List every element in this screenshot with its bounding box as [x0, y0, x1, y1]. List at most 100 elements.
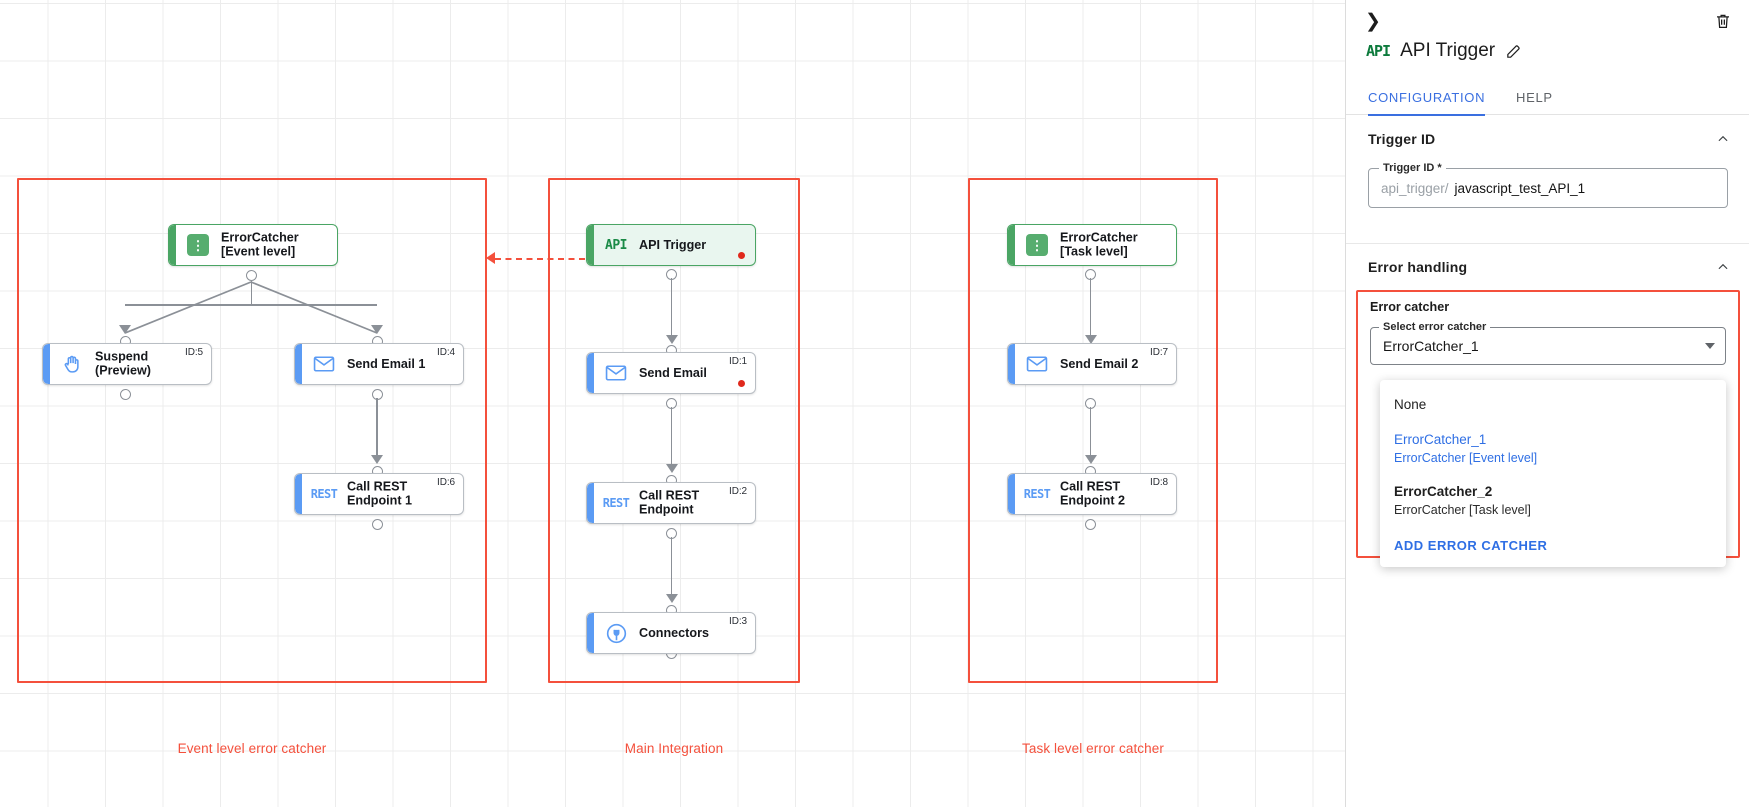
dropdown-option-errorcatcher-1[interactable]: ErrorCatcher_1 ErrorCatcher [Event level… — [1380, 423, 1726, 475]
error-catcher-block: Error catcher Select error catcher Error… — [1356, 290, 1740, 567]
edge-ect-se2 — [1089, 278, 1092, 340]
node-accent-bar — [43, 344, 50, 384]
port-call-rest-1-out[interactable] — [371, 519, 383, 530]
rest-icon: REST — [602, 496, 630, 510]
node-call-rest[interactable]: REST Call REST Endpoint ID:2 — [586, 482, 756, 524]
node-suspend[interactable]: Suspend (Preview) ID:5 — [42, 343, 212, 385]
workflow-canvas[interactable]: Event level error catcher Main Integrati… — [0, 0, 1345, 807]
select-error-catcher-label: Select error catcher — [1379, 321, 1491, 333]
node-id-label: ID:2 — [729, 486, 747, 497]
arrow-to-send-email-2 — [1084, 335, 1097, 344]
section-title: Trigger ID — [1368, 131, 1436, 147]
trigger-id-field-wrap: Trigger ID * api_trigger/ javascript_tes… — [1368, 162, 1728, 208]
node-accent-bar — [295, 344, 302, 384]
node-title: Call REST Endpoint 1 — [347, 479, 413, 508]
error-link-arrow — [486, 252, 495, 264]
rest-icon: REST — [310, 487, 338, 501]
chevron-down-icon[interactable] — [1705, 343, 1715, 349]
group-frame-task-level[interactable] — [968, 178, 1218, 683]
node-error-catcher-task[interactable]: ⋮ ErrorCatcher [Task level] — [1007, 224, 1177, 266]
option-sublabel: ErrorCatcher [Event level] — [1394, 450, 1538, 465]
delete-icon[interactable] — [1711, 9, 1735, 33]
edit-pencil-icon[interactable] — [1505, 43, 1522, 60]
option-label: None — [1394, 397, 1427, 412]
chevron-up-icon[interactable] — [1716, 260, 1730, 274]
status-dot — [738, 380, 745, 387]
node-title: API Trigger — [639, 237, 707, 252]
node-connectors[interactable]: Connectors ID:3 — [586, 612, 756, 654]
api-icon: API — [605, 237, 627, 253]
node-send-email[interactable]: Send Email ID:1 — [586, 352, 756, 394]
node-id-label: ID:7 — [1150, 347, 1168, 358]
add-error-catcher-button[interactable]: ADD ERROR CATCHER — [1394, 537, 1548, 553]
option-sublabel: ErrorCatcher [Task level] — [1394, 503, 1531, 518]
node-send-email-2[interactable]: Send Email 2 ID:7 — [1007, 343, 1177, 385]
node-accent-bar — [587, 483, 594, 523]
group-frame-main-integration[interactable] — [548, 178, 800, 683]
node-error-catcher-event[interactable]: ⋮ ErrorCatcher [Event level] — [168, 224, 338, 266]
tab-help[interactable]: HELP — [1516, 90, 1553, 105]
node-title: ErrorCatcher [Task level] — [1060, 230, 1138, 259]
arrow-to-call-rest-1 — [371, 455, 383, 464]
panel-tabs: CONFIGURATION HELP — [1346, 80, 1749, 116]
arrow-to-suspend — [119, 325, 131, 334]
node-id-label: ID:6 — [437, 477, 455, 488]
trigger-id-label: Trigger ID * — [1379, 162, 1446, 174]
port-error-catcher-event-out[interactable] — [246, 270, 257, 281]
node-id-label: ID:8 — [1150, 477, 1168, 488]
port-suspend-out[interactable] — [119, 389, 131, 400]
group-label-event-level: Event level error catcher — [177, 741, 327, 756]
section-title: Error handling — [1368, 259, 1468, 275]
port-call-rest-2-out[interactable] — [1085, 519, 1096, 530]
edge-se1-cr1 — [376, 398, 378, 461]
panel-topbar: ❯ — [1346, 0, 1749, 44]
edge-api-se — [670, 278, 673, 340]
select-error-catcher-value: ErrorCatcher_1 — [1383, 338, 1479, 354]
arrow-to-send-email-1 — [371, 325, 383, 334]
node-title: Send Email 2 — [1060, 356, 1139, 371]
collapse-panel-icon[interactable]: ❯ — [1365, 10, 1381, 32]
edge-branch-bar — [125, 304, 377, 306]
node-call-rest-2[interactable]: REST Call REST Endpoint 2 ID:8 — [1007, 473, 1177, 515]
trigger-id-input[interactable]: Trigger ID * api_trigger/ javascript_tes… — [1368, 162, 1728, 208]
node-accent-bar — [587, 225, 594, 265]
edge-branch-lines — [124, 281, 378, 334]
node-send-email-1[interactable]: Send Email 1 ID:4 — [294, 343, 464, 385]
option-label: ErrorCatcher_1 — [1394, 431, 1487, 447]
edge-se-cr — [670, 407, 673, 470]
node-accent-bar — [1008, 225, 1015, 265]
node-accent-bar — [587, 613, 594, 653]
api-icon: API — [1366, 42, 1391, 60]
arrow-to-call-rest — [665, 464, 678, 473]
tab-configuration[interactable]: CONFIGURATION — [1368, 80, 1486, 116]
select-error-catcher[interactable]: Select error catcher ErrorCatcher_1 — [1370, 321, 1726, 365]
error-catcher-dropdown-menu[interactable]: None ErrorCatcher_1 ErrorCatcher [Event … — [1380, 380, 1726, 567]
node-title: ErrorCatcher [Event level] — [221, 230, 299, 259]
dropdown-option-none[interactable]: None — [1380, 388, 1726, 423]
node-accent-bar — [587, 353, 594, 393]
node-id-label: ID:1 — [729, 356, 747, 367]
group-frame-event-level[interactable] — [17, 178, 487, 683]
trigger-id-value: javascript_test_API_1 — [1454, 180, 1586, 196]
section-header-trigger-id[interactable]: Trigger ID — [1346, 116, 1749, 162]
envelope-icon — [1024, 351, 1050, 377]
group-label-main-integration: Main Integration — [624, 741, 724, 756]
page-title: API Trigger — [1400, 40, 1496, 61]
node-id-label: ID:5 — [185, 347, 203, 358]
section-header-error-handling[interactable]: Error handling — [1346, 244, 1749, 290]
status-dot — [738, 252, 745, 259]
dropdown-option-errorcatcher-2[interactable]: ErrorCatcher_2 ErrorCatcher [Task level] — [1380, 475, 1726, 527]
edge-ec-stub — [250, 281, 253, 305]
arrow-to-call-rest-2 — [1084, 455, 1097, 464]
chevron-up-icon[interactable] — [1716, 132, 1730, 146]
node-call-rest-1[interactable]: REST Call REST Endpoint 1 ID:6 — [294, 473, 464, 515]
node-title: Call REST Endpoint 2 — [1060, 479, 1126, 508]
panel-title-row: API API Trigger — [1366, 40, 1522, 62]
group-label-task-level: Task level error catcher — [1022, 741, 1164, 756]
rest-icon: REST — [1023, 487, 1051, 501]
edge-cr-conn — [670, 537, 673, 600]
edge-se2-cr2 — [1089, 407, 1092, 462]
connectors-icon — [603, 620, 629, 646]
node-api-trigger[interactable]: API API Trigger — [586, 224, 756, 266]
node-accent-bar — [295, 474, 302, 514]
